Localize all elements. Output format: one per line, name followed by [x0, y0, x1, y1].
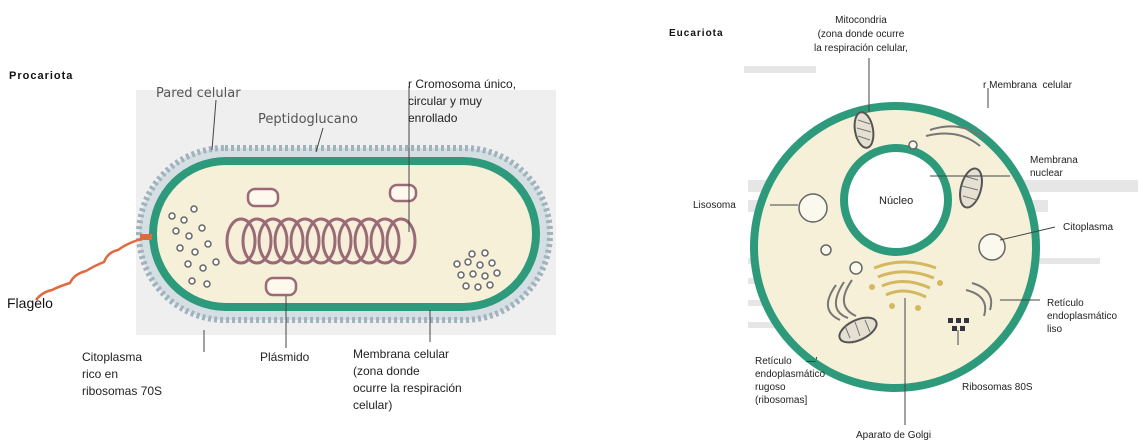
label-eukaryote-membrane: r Membrana celular — [983, 78, 1072, 93]
label-peptidoglycan: Peptidoglucano — [258, 112, 358, 127]
plasmid — [248, 189, 278, 206]
prokaryote-title: Procariota — [9, 70, 73, 82]
label-nucleus: Núcleo — [879, 194, 913, 209]
label-smooth-er: Retículo endoplasmático liso — [1047, 297, 1117, 336]
label-prokaryote-cytoplasm: Citoplasma rico en ribosomas 70S — [82, 349, 162, 400]
label-nuclear-membrane: Membrana nuclear — [1030, 154, 1078, 180]
flagellum — [36, 237, 150, 300]
label-chromosome: r Cromosoma único, circular y muy enroll… — [408, 76, 516, 127]
label-flagellum: Flagelo — [7, 296, 53, 311]
label-ribosomes-80s: Ribosomas 80S — [962, 380, 1033, 395]
eukaryote-title: Eucariota — [669, 28, 724, 39]
plasmid — [266, 278, 296, 295]
prokaryote-cytoplasm — [157, 165, 532, 303]
label-prokaryote-membrane: Membrana celular (zona donde ocurre la r… — [353, 346, 462, 414]
plasmid — [390, 185, 416, 201]
label-cell-wall: Pared celular — [156, 86, 241, 101]
label-eukaryote-cytoplasm: Citoplasma — [1063, 220, 1113, 235]
flagellum-base — [140, 234, 152, 240]
label-golgi: Aparato de Golgi — [856, 428, 931, 443]
label-plasmid: Plásmido — [260, 350, 309, 365]
label-mitochondria: Mitocondria (zona donde ocurre la respir… — [814, 14, 908, 56]
label-lysosome: Lisosoma — [693, 198, 736, 213]
label-rough-er: Retículo —' endoplasmático rugoso (ribos… — [755, 355, 825, 407]
